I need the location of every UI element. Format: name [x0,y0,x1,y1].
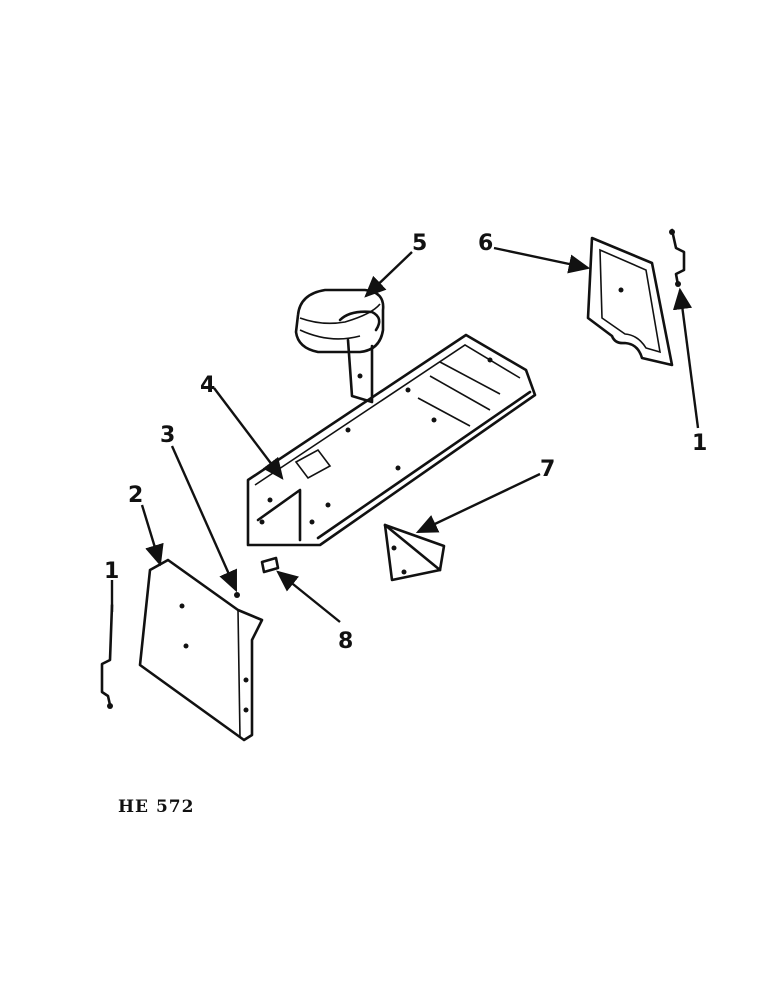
figure-code: HE 572 [118,797,195,817]
callout-1b: 1 [104,559,119,584]
callout-4: 4 [200,373,215,398]
leader-1a [672,287,700,429]
callout-6: 6 [478,231,493,256]
leader-3 [170,445,238,593]
callout-2: 2 [128,483,143,508]
leader-5 [364,251,413,298]
callout-1a: 1 [692,431,707,456]
callout-5: 5 [412,231,427,256]
leader-2 [140,504,164,567]
leader-6 [493,246,591,274]
leader-4 [213,387,284,480]
leader-8 [276,570,341,623]
part-7-gusset [383,523,446,582]
part-1-bracket-left [100,603,114,709]
callout-8: 8 [338,629,353,654]
part-3-fastener [234,592,240,598]
part-5-seat [294,288,385,404]
part-2-front-panel [138,558,264,742]
part-8-pad [260,556,280,574]
leader-7 [415,472,541,534]
part-4-frame [246,333,537,547]
callout-3: 3 [160,423,175,448]
part-6-rear-panel [586,236,674,367]
callout-7: 7 [540,457,555,482]
part-1-bracket-right [669,228,686,287]
